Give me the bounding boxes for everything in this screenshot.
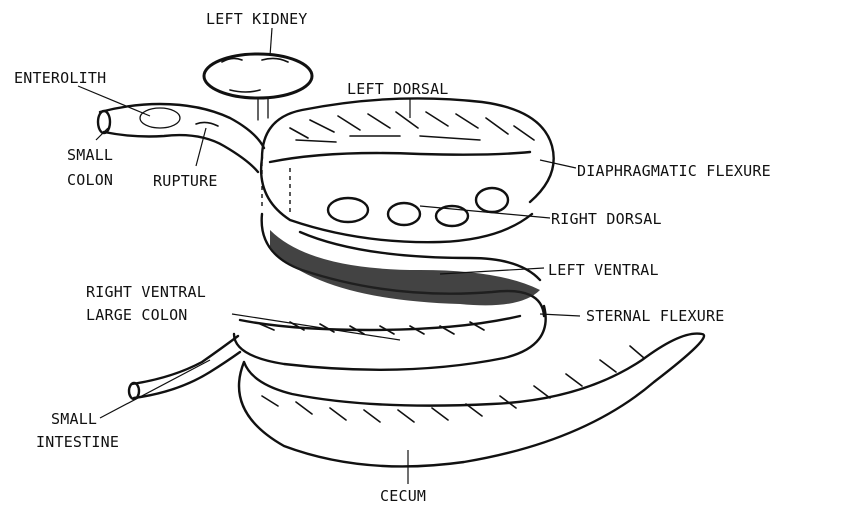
- cecum-shape: [239, 334, 704, 467]
- small-intestine-tube: [129, 336, 240, 399]
- label-right-ventral-line2: LARGE COLON: [86, 306, 188, 325]
- label-sternal-flexure: STERNAL FLEXURE: [586, 307, 724, 326]
- leader-small-colon: [96, 128, 108, 140]
- leader-right-dorsal: [420, 206, 550, 218]
- left-kidney-shape: [204, 54, 312, 120]
- label-cecum: CECUM: [380, 487, 426, 506]
- label-small-colon-line2: COLON: [67, 171, 113, 190]
- label-diaphragmatic-flexure: DIAPHRAGMATIC FLEXURE: [577, 162, 771, 181]
- leader-diaphragmatic: [540, 160, 576, 168]
- small-colon-tube: [98, 104, 264, 172]
- left-ventral-colon: [262, 214, 544, 316]
- label-right-ventral-line1: RIGHT VENTRAL: [86, 283, 206, 302]
- left-dorsal-colon: [262, 98, 554, 202]
- leader-rupture: [196, 128, 206, 166]
- leader-right-ventral: [232, 314, 400, 340]
- leader-left-kidney: [270, 28, 272, 56]
- label-enterolith: ENTEROLITH: [14, 69, 106, 88]
- right-dorsal-colon: [261, 158, 532, 242]
- label-right-dorsal: RIGHT DORSAL: [551, 210, 662, 229]
- label-left-ventral: LEFT VENTRAL: [548, 261, 659, 280]
- label-left-dorsal: LEFT DORSAL: [347, 80, 449, 99]
- label-small-intestine-line1: SMALL: [51, 410, 97, 429]
- leader-lines: [78, 28, 580, 484]
- leader-small-intestine: [100, 360, 210, 418]
- leader-enterolith: [78, 86, 150, 116]
- label-small-colon-line1: SMALL: [67, 146, 113, 165]
- label-small-intestine-line2: INTESTINE: [36, 433, 119, 452]
- label-rupture: RUPTURE: [153, 172, 218, 191]
- label-left-kidney: LEFT KIDNEY: [206, 10, 308, 29]
